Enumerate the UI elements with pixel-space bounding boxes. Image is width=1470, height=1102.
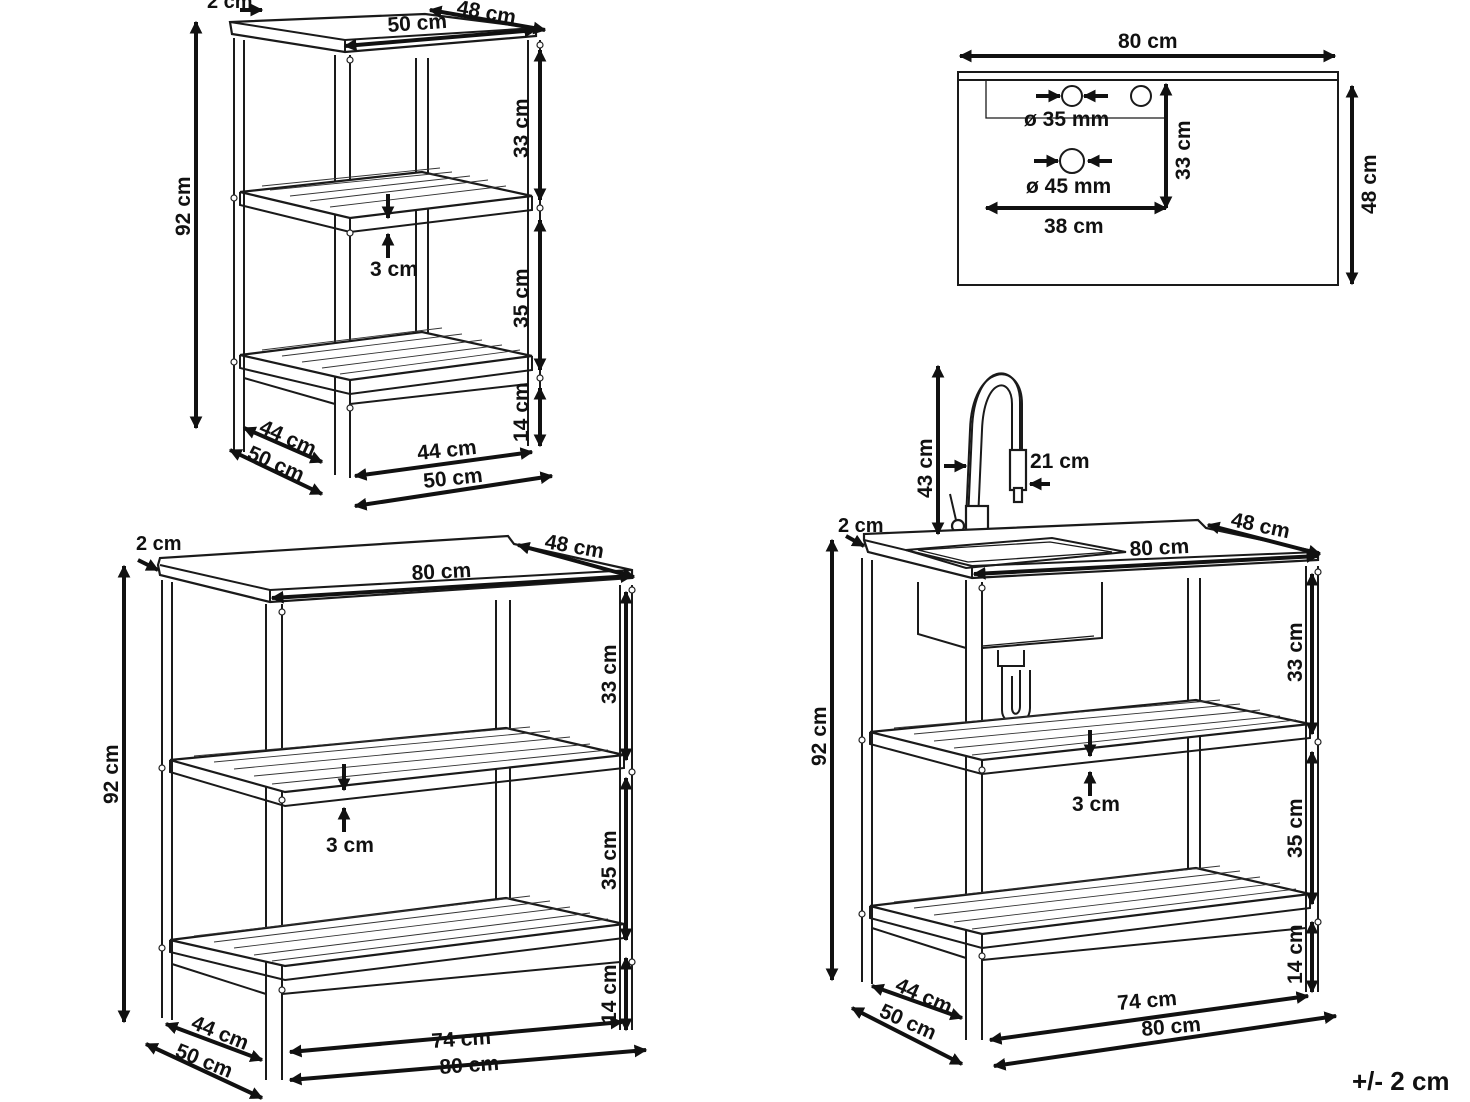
small-unit-height-label: 92 cm (172, 176, 195, 236)
large-unit-height-label: 92 cm (100, 744, 123, 804)
top-plan-drawing (957, 71, 1339, 286)
large-unit-gap-top-label: 33 cm (598, 644, 621, 704)
large-unit-dimensions: 92 cm 80 cm 48 cm 2 cm 33 cm 35 cm 14 cm… (100, 530, 648, 1100)
large-unit-shelf-thickness-label: 3 cm (326, 834, 374, 857)
small-unit-gap-mid-label: 35 cm (510, 268, 533, 328)
large-unit-outer-width-label: 80 cm (439, 1052, 500, 1079)
large-unit-drawing (156, 534, 636, 1080)
large-unit-inner-width-label: 74 cm (431, 1026, 492, 1053)
small-unit-backsplash-label: 2 cm (207, 0, 253, 13)
top-plan-width-label: 80 cm (1118, 30, 1178, 53)
sink-unit-gap-bottom-label: 14 cm (1284, 924, 1307, 984)
sink-unit-outer-width-label: 80 cm (1140, 1013, 1201, 1041)
top-plan-hole-small-label: ø 35 mm (1024, 108, 1109, 131)
top-plan-hole-large-label: ø 45 mm (1026, 175, 1111, 198)
small-unit-dimensions: 92 cm 50 cm 48 cm 2 cm 33 cm 35 cm 14 cm… (172, 0, 554, 511)
sink-unit-faucet-reach-label: 21 cm (1030, 450, 1090, 473)
sink-unit-gap-mid-label: 35 cm (1284, 798, 1307, 858)
large-unit-backsplash-label: 2 cm (136, 533, 182, 555)
sink-unit-gap-top-label: 33 cm (1284, 622, 1307, 682)
small-unit-shelf-thickness-label: 3 cm (370, 258, 418, 281)
sink-unit-dimensions: 92 cm 43 cm 21 cm 80 cm 48 cm 2 cm 33 cm… (808, 364, 1338, 1071)
small-unit-gap-top-label: 33 cm (510, 98, 533, 158)
large-unit-gap-mid-label: 35 cm (598, 830, 621, 890)
top-plan-sink-depth-label: 33 cm (1172, 120, 1195, 180)
sink-unit-top-width-label: 80 cm (1129, 535, 1190, 561)
small-unit-top-width-label: 50 cm (387, 10, 448, 37)
sink-unit-height-label: 92 cm (808, 706, 831, 766)
sink-unit-inner-width-label: 74 cm (1116, 987, 1177, 1015)
top-plan-sink-width-label: 38 cm (1044, 215, 1104, 238)
small-unit-gap-bottom-label: 14 cm (510, 382, 533, 442)
large-unit-gap-bottom-label: 14 cm (598, 964, 621, 1024)
sink-unit-backsplash-label: 2 cm (838, 515, 884, 537)
sink-unit-shelf-thickness-label: 3 cm (1072, 793, 1120, 816)
sink-unit-faucet-height-label: 43 cm (914, 438, 937, 498)
top-plan-depth-label: 48 cm (1358, 154, 1381, 214)
top-plan-dimensions: 80 cm 48 cm 33 cm 38 cm ø 35 mm ø 45 mm (958, 30, 1381, 286)
large-unit-top-width-label: 80 cm (411, 559, 472, 585)
tolerance-note: +/- 2 cm (1352, 1066, 1450, 1096)
